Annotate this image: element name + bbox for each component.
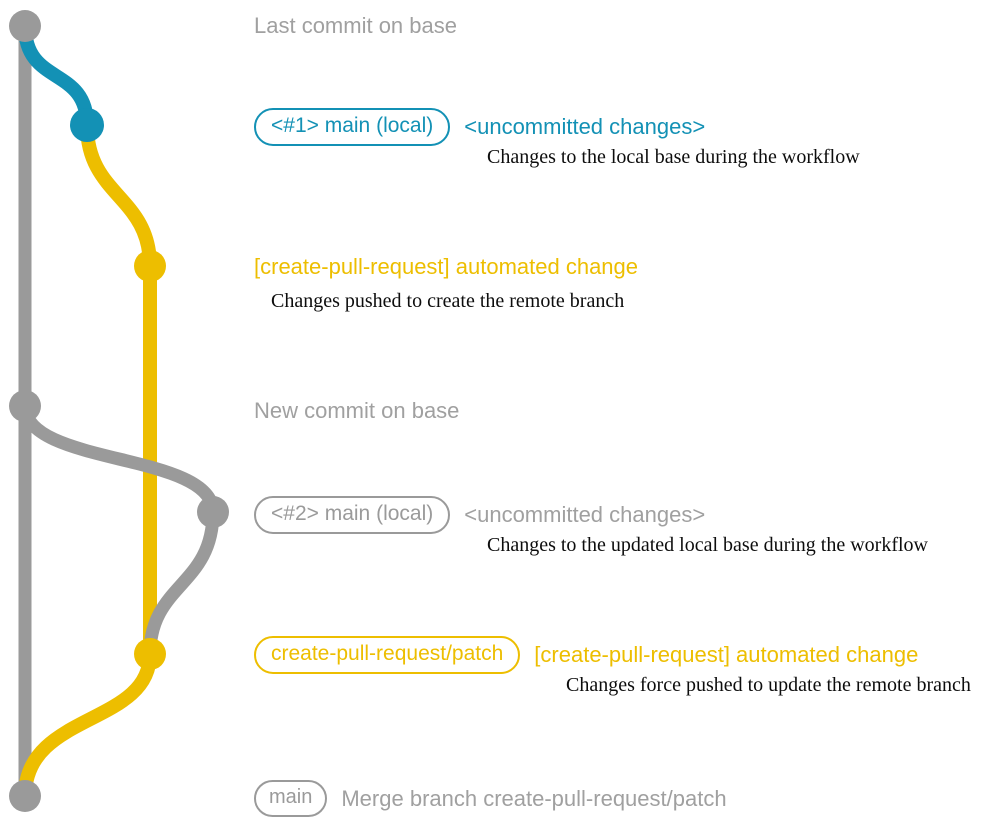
commit-subject-merge: Merge branch create-pull-request/patch (341, 785, 727, 811)
commit-note-remote-patch: Changes force pushed to update the remot… (566, 674, 971, 696)
commit-node-local-2[interactable] (197, 496, 229, 528)
commit-row-remote-patch: create-pull-request/patch [create-pull-r… (254, 636, 919, 675)
ref-badge-local-1[interactable]: <#1> main (local) (254, 108, 451, 147)
ref-badge-remote-patch[interactable]: create-pull-request/patch (254, 636, 521, 675)
ref-badge-main[interactable]: main (254, 780, 328, 817)
commit-row-local-1: <#1> main (local) <uncommitted changes> (254, 108, 706, 147)
commit-node-local-1[interactable] (70, 108, 104, 142)
commit-subject-remote-patch: [create-pull-request] automated change (534, 642, 919, 668)
commit-subject-local-2: <uncommitted changes> (464, 502, 706, 528)
commit-note-remote-create: Changes pushed to create the remote bran… (271, 290, 625, 312)
commit-subject-new-commit-on-base: New commit on base (254, 398, 460, 423)
commit-node-merge[interactable] (9, 780, 41, 812)
remote-branch-line-2 (143, 505, 220, 661)
merge-line (18, 647, 157, 803)
commit-node-base-head[interactable] (9, 10, 41, 42)
commit-note-local-2: Changes to the updated local base during… (487, 534, 928, 556)
commit-row-local-2: <#2> main (local) <uncommitted changes> (254, 496, 706, 535)
local-branch-line-1 (18, 19, 94, 132)
commit-row-merge: main Merge branch create-pull-request/pa… (254, 780, 727, 817)
commit-subject-last-commit-on-base: Last commit on base (254, 13, 457, 38)
commit-node-base-new[interactable] (9, 390, 41, 422)
commit-node-remote-2[interactable] (134, 638, 166, 670)
remote-branch-line-1 (80, 118, 157, 273)
commit-subject-local-1: <uncommitted changes> (464, 114, 706, 140)
commit-node-remote-1[interactable] (134, 250, 166, 282)
commit-note-local-1: Changes to the local base during the wor… (487, 146, 860, 168)
local-branch-line-2 (18, 399, 220, 519)
ref-badge-local-2[interactable]: <#2> main (local) (254, 496, 451, 535)
commit-subject-remote-create: [create-pull-request] automated change (254, 254, 639, 279)
